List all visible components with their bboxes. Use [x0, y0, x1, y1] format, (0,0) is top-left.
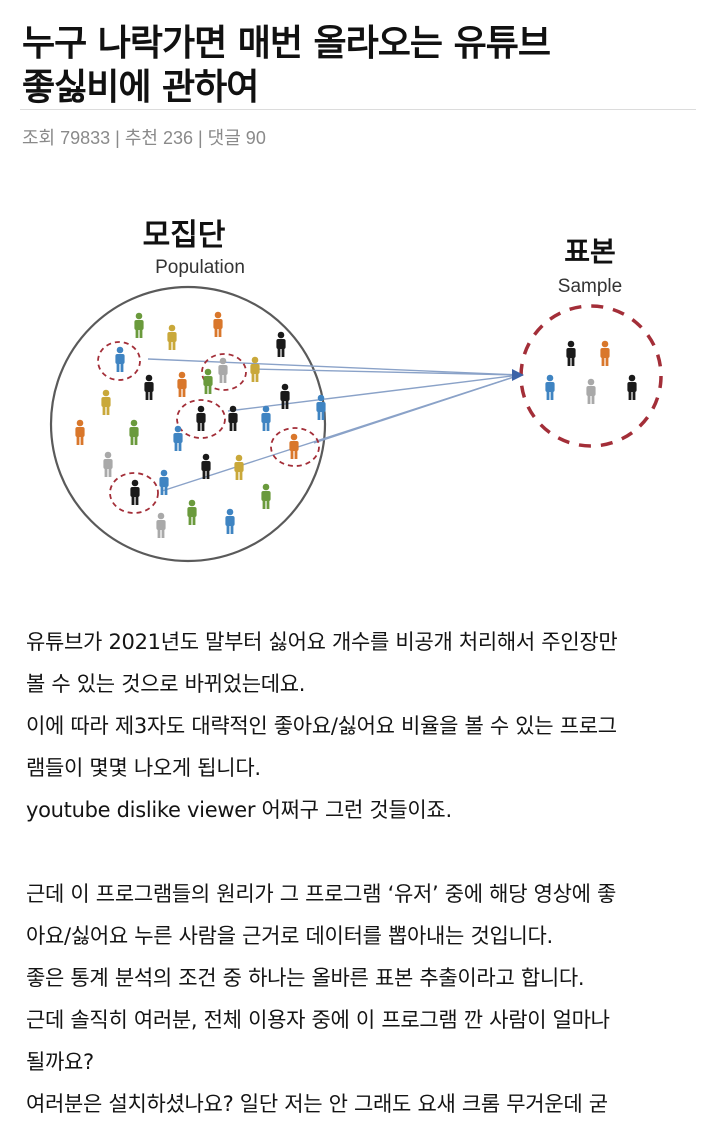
- people-icons: [75, 311, 637, 538]
- person-icon: [203, 368, 213, 394]
- sample-person-icon: [600, 340, 610, 366]
- person-icon: [234, 454, 244, 480]
- person-icon: [129, 419, 139, 445]
- population-sample-figure: 모집단 Population 표본 Sample: [0, 175, 714, 595]
- population-sample-diagram: 모집단 Population 표본 Sample: [49, 219, 663, 563]
- post-body: 유튜브가 2021년도 말부터 싫어요 개수를 비공개 처리해서 주인장만 볼 …: [26, 621, 698, 1125]
- person-icon: [276, 331, 286, 357]
- selection-ring: [270, 427, 320, 467]
- person-icon: [144, 374, 154, 400]
- body-line-1: 유튜브가 2021년도 말부터 싫어요 개수를 비공개 처리해서 주인장만: [26, 630, 618, 654]
- person-icon: [167, 324, 177, 350]
- person-icon: [115, 346, 125, 372]
- person-icon: [101, 389, 111, 415]
- person-icon: [289, 433, 299, 459]
- post-title: 누구 나락가면 매번 올라오는 유튜브 좋싫비에 관하여: [22, 23, 551, 108]
- selection-ring: [109, 472, 159, 514]
- post-meta: 조회 79833 | 추천 236 | 댓글 90: [22, 128, 266, 148]
- body-line-9: 좋은 통계 분석의 조건 중 하나는 올바른 표본 추출이라고 합니다.: [26, 966, 585, 990]
- person-icon: [280, 383, 290, 409]
- person-icon: [196, 405, 206, 431]
- sample-person-icon: [627, 374, 637, 400]
- selection-ring: [176, 399, 226, 439]
- person-icon: [187, 499, 197, 525]
- population-circle: [49, 285, 327, 563]
- person-icon: [261, 483, 271, 509]
- body-line-2: 볼 수 있는 것으로 바뀌었는데요.: [26, 672, 306, 696]
- body-line-3: 이에 따라 제3자도 대략적인 좋아요/싫어요 비율을 볼 수 있는 프로그: [26, 714, 617, 738]
- sampling-arrows: [147, 358, 524, 492]
- selection-ring: [97, 341, 141, 381]
- person-icon: [173, 425, 183, 451]
- body-line-blank: [26, 831, 698, 873]
- body-line-4: 램들이 몇몇 나오게 됩니다.: [26, 756, 261, 780]
- body-line-10: 근데 솔직히 여러분, 전체 이용자 중에 이 프로그램 깐 사람이 얼마나: [26, 1008, 610, 1032]
- sample-person-icon: [545, 374, 555, 400]
- body-line-5: youtube dislike viewer 어쩌구 그런 것들이죠.: [26, 798, 452, 822]
- body-line-8: 아요/싫어요 누른 사람을 근거로 데이터를 뽑아내는 것입니다.: [26, 924, 553, 948]
- person-icon: [130, 479, 140, 505]
- sample-sublabel: Sample: [558, 276, 622, 297]
- population-sublabel: Population: [155, 257, 245, 278]
- person-icon: [159, 469, 169, 495]
- person-icon: [177, 371, 187, 397]
- sampling-arrow: [250, 368, 521, 376]
- person-icon: [201, 453, 211, 479]
- person-icon: [213, 311, 223, 337]
- sample-circle: [519, 304, 663, 448]
- sampling-arrow: [147, 358, 521, 376]
- title-divider: [20, 109, 696, 110]
- sampling-arrow: [227, 374, 521, 412]
- body-line-12: 여러분은 설치하셨나요? 일단 저는 안 그래도 요새 크롬 무거운데 굳: [26, 1092, 608, 1116]
- sampling-arrow: [161, 374, 521, 492]
- sample-person-icon: [566, 340, 576, 366]
- person-icon: [225, 508, 235, 534]
- person-icon: [316, 394, 326, 420]
- person-icon: [103, 451, 113, 477]
- body-line-7: 근데 이 프로그램들의 원리가 그 프로그램 ‘유저’ 중에 해당 영상에 좋: [26, 882, 617, 906]
- selection-ring: [201, 353, 247, 391]
- person-icon: [75, 419, 85, 445]
- sample-label: 표본: [564, 236, 616, 267]
- arrow-head: [512, 369, 524, 381]
- person-icon: [250, 356, 260, 382]
- population-label: 모집단: [143, 219, 226, 252]
- person-icon: [218, 357, 228, 383]
- sample-person-icon: [586, 378, 596, 404]
- person-icon: [261, 405, 271, 431]
- person-icon: [228, 405, 238, 431]
- person-icon: [156, 512, 166, 538]
- body-line-11: 될까요?: [26, 1050, 94, 1074]
- person-icon: [134, 312, 144, 338]
